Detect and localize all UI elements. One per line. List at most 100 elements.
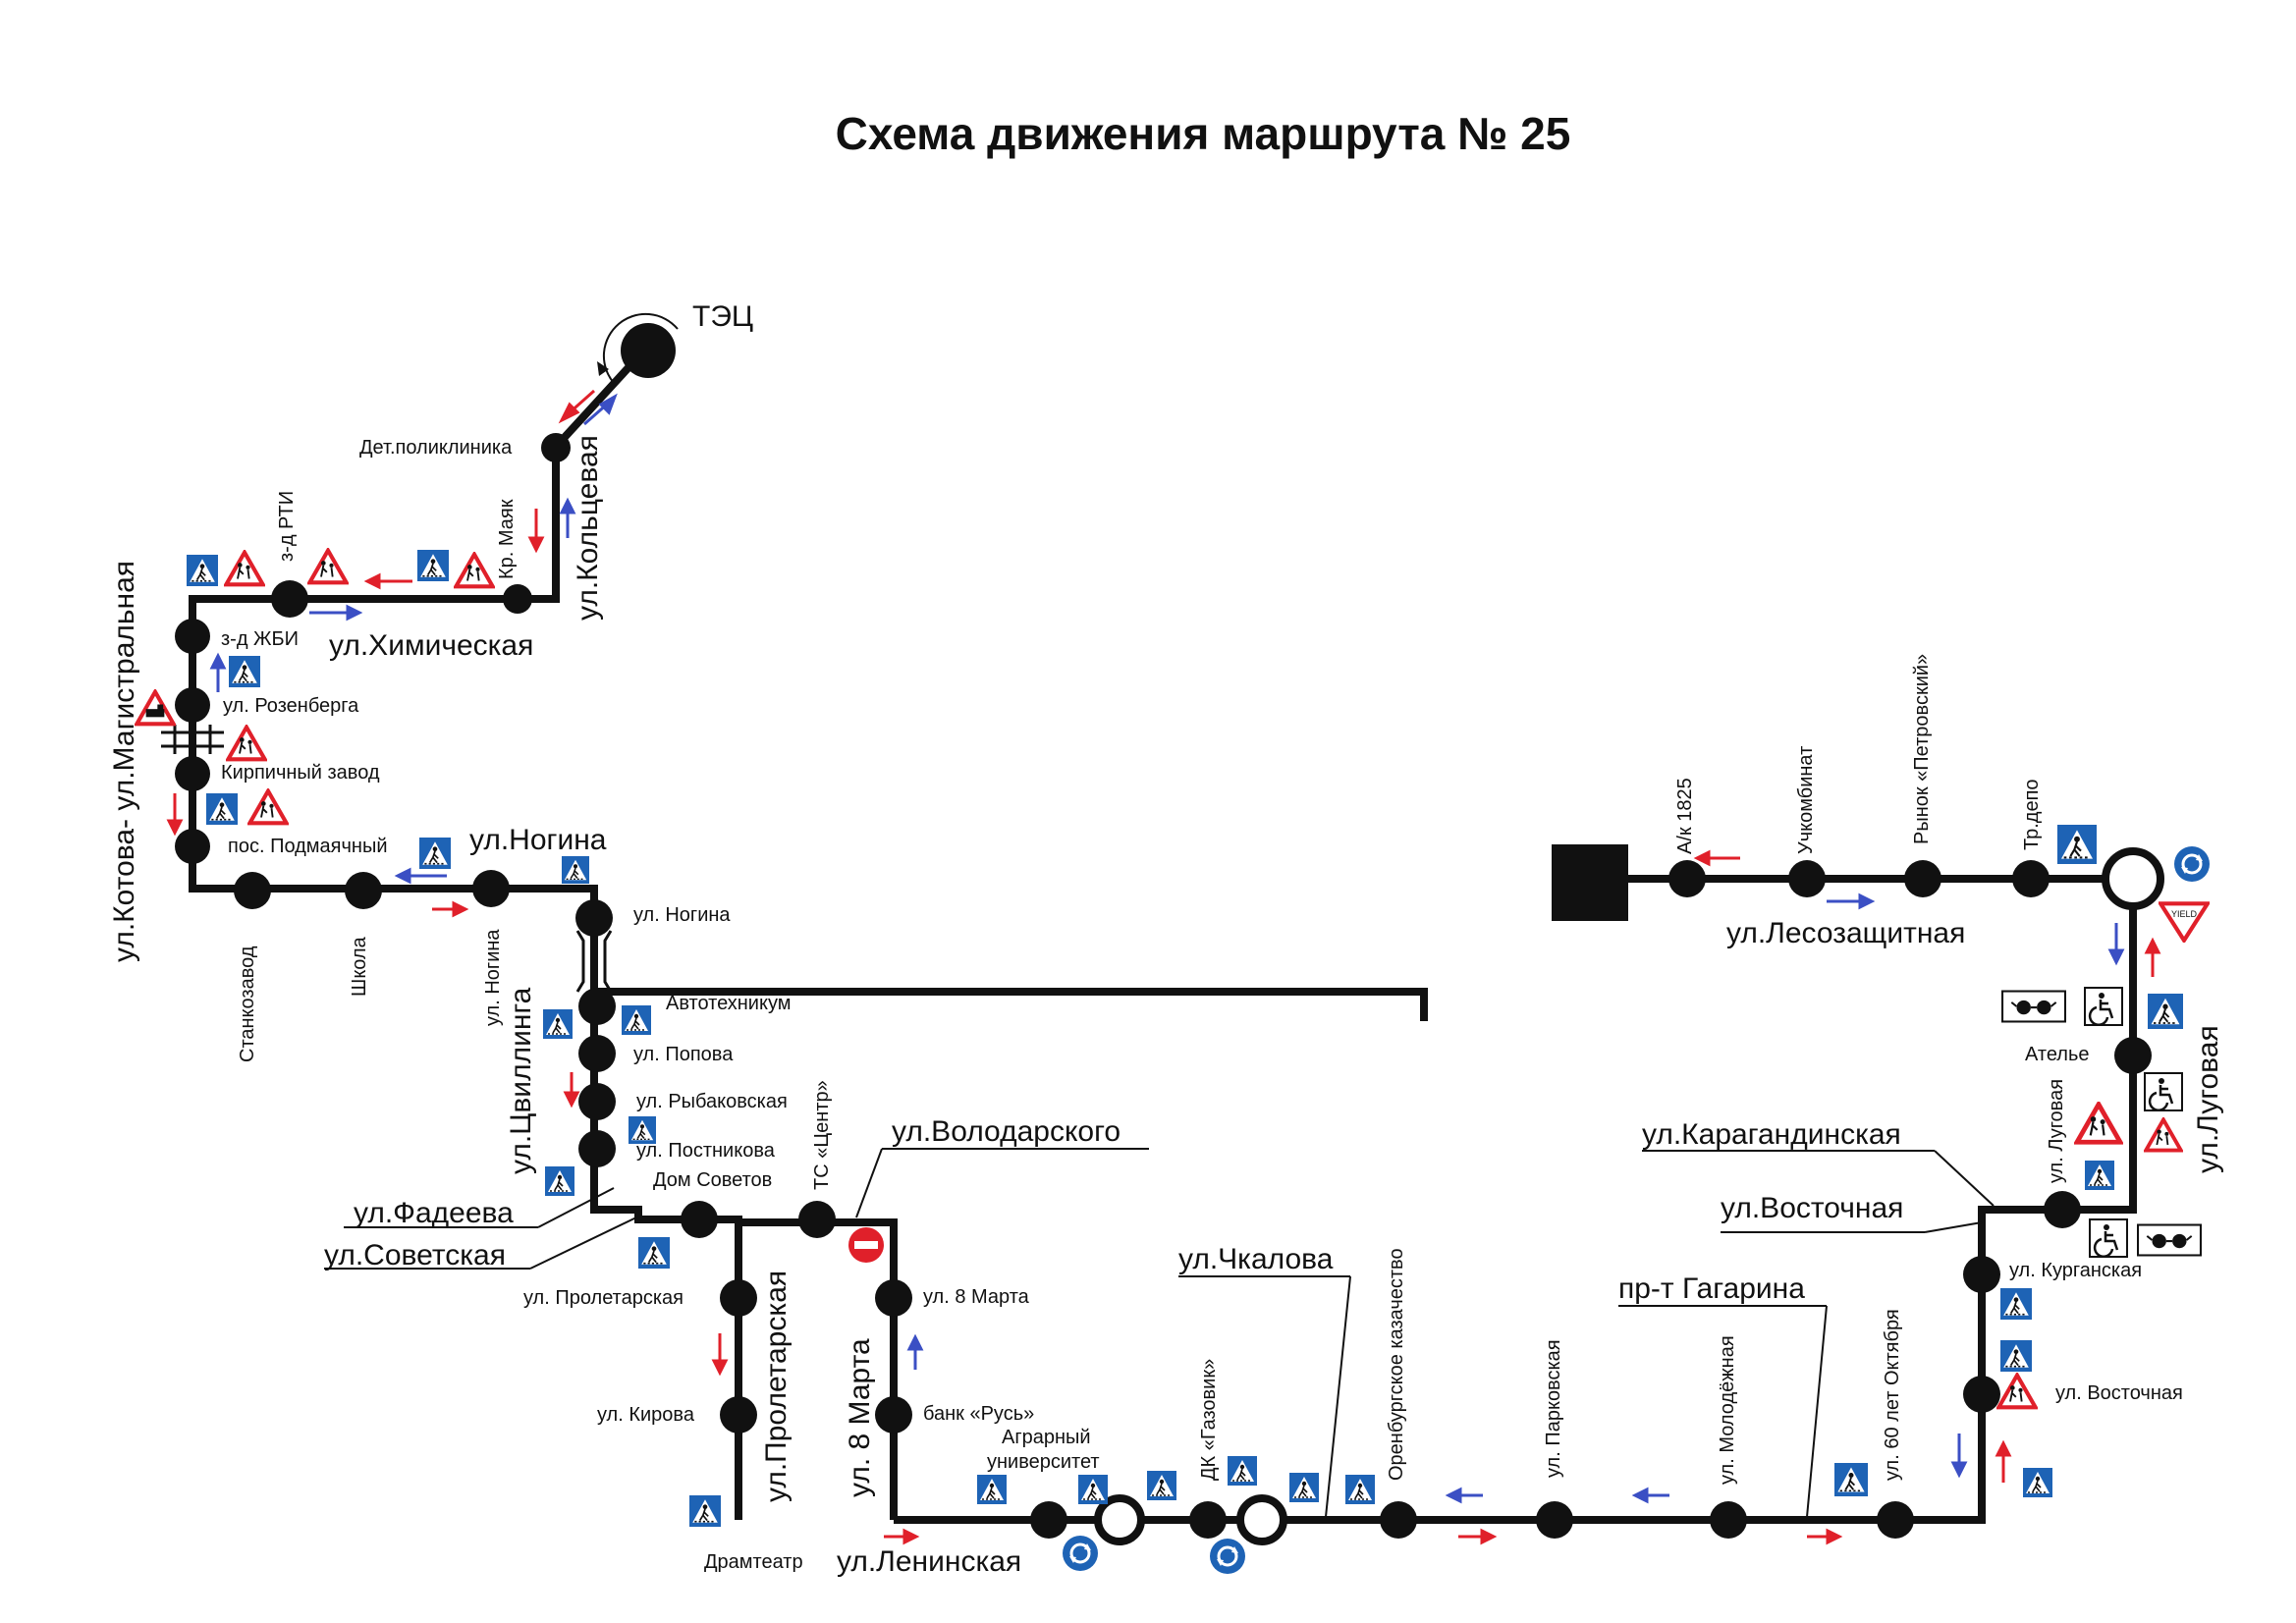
stop-label: ул. Рыбаковская <box>636 1091 788 1112</box>
children-warning-icon <box>456 555 492 587</box>
pedestrian-crossing-icon <box>2000 1340 2032 1372</box>
children-warning-icon <box>2144 1117 2183 1153</box>
children-warning-icon <box>228 728 264 760</box>
terminus-tets <box>621 323 676 378</box>
pedestrian-crossing-icon <box>1228 1456 1257 1486</box>
stop-label: ТС «Центр» <box>811 1080 833 1190</box>
stop-label: Дет.поликлиника <box>359 437 513 459</box>
street-label: ул.Котова- ул.Магистральная <box>108 561 140 962</box>
stop-label: ул. Попова <box>633 1044 734 1065</box>
bridge-marks <box>575 930 613 993</box>
stop-label: ул. Восточная <box>2055 1382 2183 1404</box>
street-label: ул.Карагандинская <box>1642 1118 1901 1151</box>
stop-label: Учкомбинат <box>1795 746 1817 854</box>
stop-label: ул. Молодёжная <box>1717 1335 1738 1485</box>
pedestrian-crossing-icon <box>2000 1288 2032 1320</box>
stop-label: ул. Розенберга <box>223 695 359 717</box>
stop-label: Драмтеатр <box>704 1551 803 1573</box>
pedestrian-crossing-icon <box>543 1009 573 1039</box>
pedestrian-crossing-icon <box>977 1475 1007 1504</box>
stop-label: университет <box>987 1451 1100 1473</box>
street-label: ул.Ленинская <box>837 1545 1021 1578</box>
pedestrian-crossing-icon <box>206 793 238 825</box>
stop-label: Станкозавод <box>237 946 258 1062</box>
pedestrian-crossing-icon <box>1289 1473 1319 1502</box>
roundabout-circle <box>2102 847 2164 910</box>
stop-label: Рынок «Петровский» <box>1911 654 1933 844</box>
pedestrian-crossing-icon <box>545 1166 574 1196</box>
disabled-icon <box>2089 1218 2128 1258</box>
railway-crossing-icon <box>137 692 173 725</box>
stop-label: ул. 60 лет Октября <box>1882 1309 1903 1481</box>
pedestrian-crossing-icon <box>562 856 589 884</box>
railway-crossing-bars <box>161 725 224 754</box>
street-label: ул.Володарского <box>892 1115 1121 1148</box>
direction-arrows <box>166 389 2161 1545</box>
stop-label: ул. Ногина <box>482 929 504 1026</box>
street-label: ул.Ногина <box>469 824 607 856</box>
roundabout-circle <box>1094 1494 1145 1545</box>
stop-label: ул. Кирова <box>597 1404 695 1426</box>
roundabout-icon <box>2172 844 2212 884</box>
street-label: ул.Лесозащитная <box>1726 917 1965 949</box>
stop-label: ул. Ногина <box>633 904 731 926</box>
pedestrian-crossing-icon <box>2023 1468 2052 1497</box>
pedestrian-crossing-icon <box>229 656 260 687</box>
stop-label: з-д РТИ <box>276 491 298 562</box>
leader-line <box>529 1217 637 1270</box>
children-warning-icon <box>2077 1105 2120 1143</box>
pedestrian-crossing-icon <box>689 1495 721 1527</box>
children-warning-signs <box>226 551 2183 1408</box>
yield-sign-text: YIELD <box>2171 909 2198 919</box>
leader-line <box>1325 1275 1351 1518</box>
leader-line <box>1924 1221 1983 1233</box>
pedestrian-crossing-icon <box>638 1237 670 1269</box>
terminus-label: ТЭЦ <box>692 300 753 333</box>
stop-label: банк «Русь» <box>923 1403 1034 1425</box>
stop-label: Ателье <box>2025 1044 2090 1065</box>
stop-label: Оренбургское казачество <box>1386 1248 1407 1481</box>
stop-label: ул. Луговая <box>2046 1079 2067 1183</box>
street-label: ул.Химическая <box>329 629 533 662</box>
pedestrian-crossing-icon <box>187 555 218 586</box>
street-label: ул. 8 Марта <box>844 1338 876 1497</box>
children-warning-icon <box>249 791 286 824</box>
street-label: ул.Восточная <box>1721 1192 1903 1224</box>
pedestrian-crossing-icon <box>1078 1475 1108 1504</box>
street-label: ул.Пролетарская <box>760 1271 793 1502</box>
stop-label: ул. Парковская <box>1543 1339 1564 1478</box>
stop-label: Школа <box>349 936 370 997</box>
stop-label: ул. Пролетарская <box>523 1287 683 1309</box>
disabled-icon <box>2084 987 2123 1026</box>
map-title: Схема движения маршрута № 25 <box>836 108 1571 159</box>
pedestrian-crossing-icon <box>417 550 449 581</box>
pedestrian-crossing-icon <box>2148 994 2183 1029</box>
leader-line <box>537 1187 615 1228</box>
pedestrian-crossing-icon <box>419 838 451 869</box>
stop-label: А/к 1825 <box>1674 778 1696 854</box>
pedestrian-crossing-icon <box>622 1005 651 1035</box>
street-label: ул.Цвиллинга <box>505 987 537 1174</box>
pedestrian-crossing-icon <box>2057 825 2097 864</box>
leader-line <box>1806 1305 1828 1518</box>
stop-label: Дом Советов <box>653 1169 772 1191</box>
children-warning-icon <box>226 553 262 585</box>
terminus-lesozaschitnaya <box>1552 844 1628 921</box>
street-label: ул.Луговая <box>2192 1025 2224 1173</box>
street-label: ул.Советская <box>324 1239 506 1271</box>
stop-label: ДК «Газовик» <box>1198 1359 1220 1481</box>
disabled-icon <box>2144 1072 2183 1111</box>
stop-label: з-д ЖБИ <box>221 628 299 650</box>
stop-dots <box>175 433 2152 1539</box>
pedestrian-crossing-icon <box>1345 1475 1375 1504</box>
pedestrian-crossing-icon <box>629 1116 656 1144</box>
pedestrian-crossing-icon <box>1834 1463 1868 1496</box>
children-warning-icon <box>1998 1376 2035 1408</box>
stop-label: ул. Курганская <box>2009 1260 2142 1281</box>
stop-label: ул. Постникова <box>636 1140 776 1162</box>
blind-pedestrian-icon <box>2001 990 2066 1023</box>
children-warning-icon <box>309 551 346 583</box>
turnaround-arrow <box>602 312 679 384</box>
roundabout-icon <box>1208 1537 1247 1576</box>
